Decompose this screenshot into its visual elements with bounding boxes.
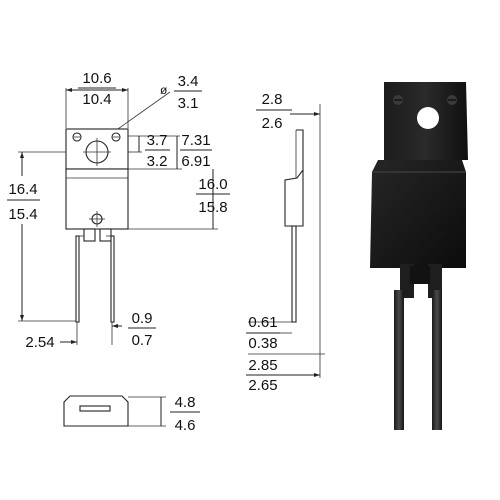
pin-collar-left [83,228,96,242]
body-height-max: 16.0 [198,176,227,193]
lead-offset-min: 2.65 [248,377,277,394]
pin-pitch: 2.54 [25,334,54,351]
photo-body [370,160,466,268]
hole-offset-min: 3.2 [147,153,168,170]
lead-left [75,235,80,323]
bottom-view: 4.8 4.6 [63,394,200,434]
lead-rectangle [79,405,111,412]
arrow-left [66,88,72,92]
side-lead [291,225,297,323]
arrow-right [122,88,128,92]
photo-mount-hole [417,107,439,129]
pin-width-min: 0.7 [132,332,153,349]
lead-thick-max: 0.61 [248,314,277,331]
package-photo [370,82,468,430]
body-height-min: 15.8 [198,199,227,216]
photo-lead-right [432,290,442,430]
overall-height-min: 15.4 [8,206,37,223]
side-profile [284,129,304,227]
thickness-max: 2.8 [262,91,283,108]
overall-height-max: 16.4 [8,181,37,198]
lead-thick-min: 0.38 [248,335,277,352]
side-view: 2.8 2.6 0.61 0.38 2.85 2.65 [246,91,325,394]
depth-min: 4.6 [175,417,196,434]
depth-max: 4.8 [175,394,196,411]
thickness-min: 2.6 [262,115,283,132]
front-view: 10.6 10.4 ø 3.4 3.1 3.7 3.2 7.31 6.91 [4,70,230,351]
diameter-symbol: ø [160,83,168,97]
width-min: 10.4 [82,91,111,108]
pin-collar-right [99,228,112,242]
pin-width-max: 0.9 [132,310,153,327]
width-max: 10.6 [82,70,111,87]
hole-offset-max: 3.7 [147,132,168,149]
hole-min: 3.1 [178,95,199,112]
photo-collar-right [428,264,442,298]
photo-lead-left [394,290,404,430]
tab-height-min: 6.91 [181,153,210,170]
tab-height-max: 7.31 [181,132,210,149]
hole-max: 3.4 [178,73,199,90]
lead-offset-max: 2.85 [248,357,277,374]
lead-right [110,235,115,323]
